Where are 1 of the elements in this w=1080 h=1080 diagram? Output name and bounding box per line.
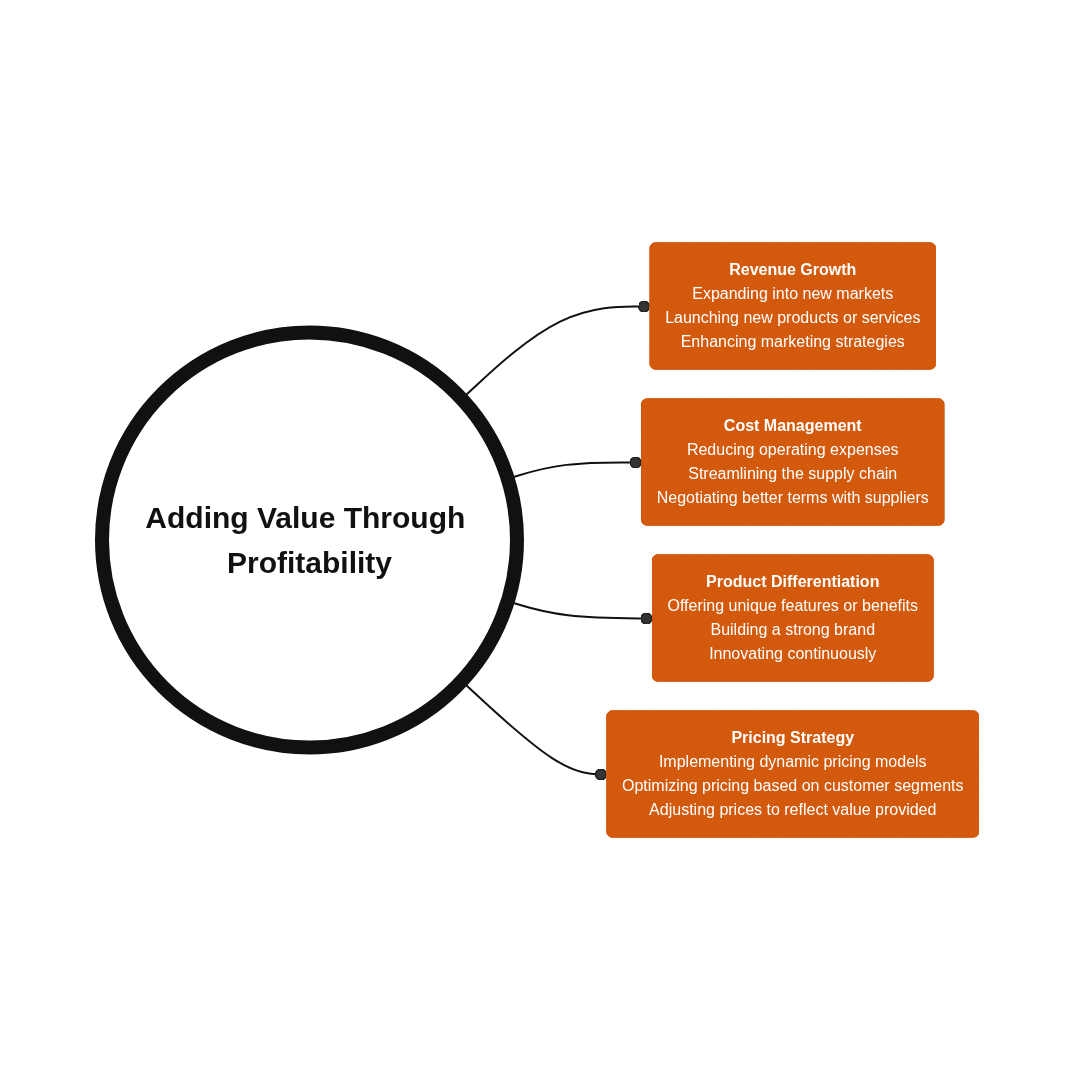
node-circle: Adding Value Through Profitability bbox=[94, 325, 524, 755]
